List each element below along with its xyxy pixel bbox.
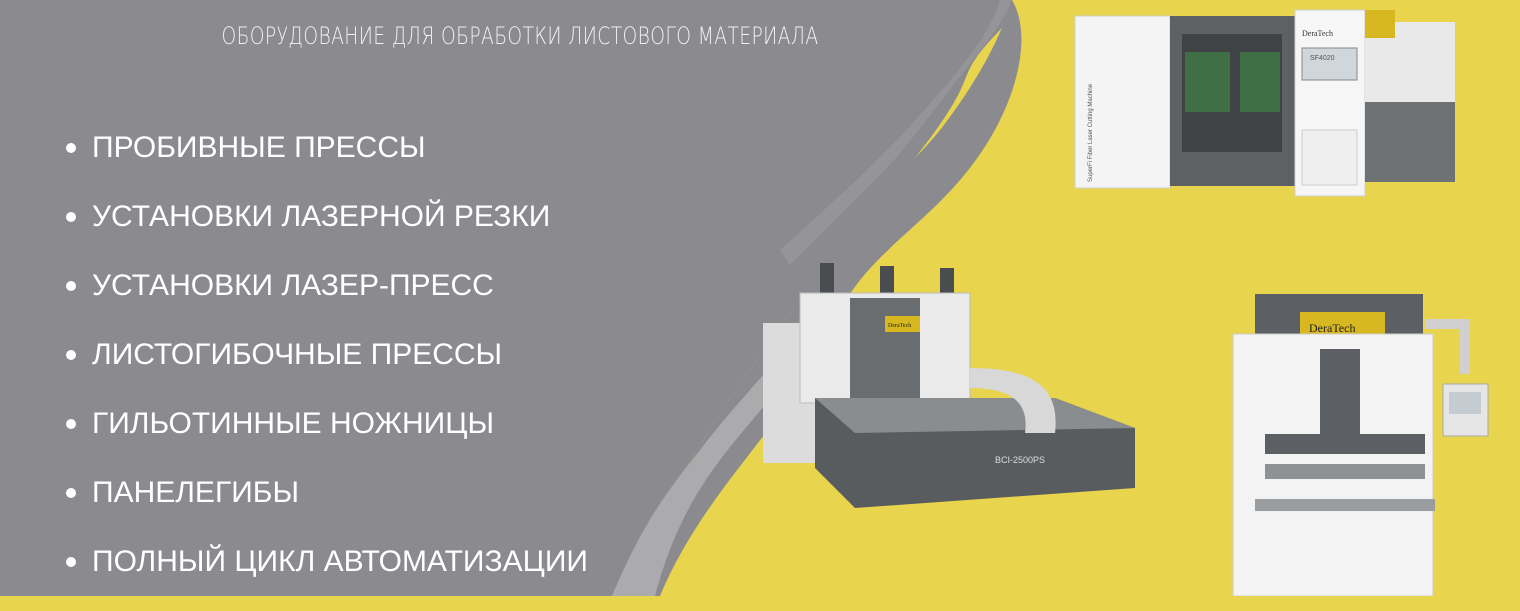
list-item-label: УСТАНОВКИ ЛАЗЕРНОЙ РЕЗКИ (92, 200, 551, 233)
press-brake-image: DeraTech (1232, 294, 1489, 596)
list-item-label: ПАНЕЛЕГИБЫ (92, 476, 299, 509)
bullet-icon (66, 281, 76, 291)
panel-brand-label: DeraTech (888, 323, 911, 329)
bullet-icon (66, 143, 76, 153)
list-item[interactable]: УСТАНОВКИ ЛАЗЕР-ПРЕСС (64, 266, 588, 335)
list-item-label: УСТАНОВКИ ЛАЗЕР-ПРЕСС (92, 269, 494, 302)
list-item[interactable]: ГИЛЬОТИННЫЕ НОЖНИЦЫ (64, 404, 588, 473)
list-item[interactable]: УСТАНОВКИ ЛАЗЕРНОЙ РЕЗКИ (64, 197, 588, 266)
list-item-label: ЛИСТОГИБОЧНЫЕ ПРЕССЫ (92, 338, 503, 371)
bullet-icon (66, 350, 76, 360)
panel-bender-image: DeraTech BCI-2500PS (763, 263, 1135, 508)
bullet-icon (66, 212, 76, 222)
list-item[interactable]: ПРОБИВНЫЕ ПРЕССЫ (64, 128, 588, 197)
list-item[interactable]: ПАНЕЛЕГИБЫ (64, 473, 588, 542)
laser-side-text: SuperFi Fiber Laser Cutting Machine (1088, 83, 1094, 182)
list-item-label: ПРОБИВНЫЕ ПРЕССЫ (92, 131, 426, 164)
list-item[interactable]: ПОЛНЫЙ ЦИКЛ АВТОМАТИЗАЦИИ (64, 542, 588, 611)
bullet-icon (66, 488, 76, 498)
page-heading: ОБОРУДОВАНИЕ ДЛЯ ОБРАБОТКИ ЛИСТОВОГО МАТ… (221, 22, 819, 50)
press-brake-brand-label: DeraTech (1309, 321, 1355, 335)
laser-cutting-machine-image: DeraTech SF4020 SuperFi Fiber Laser Cutt… (1074, 9, 1455, 197)
bullet-icon (66, 419, 76, 429)
equipment-list: ПРОБИВНЫЕ ПРЕССЫ УСТАНОВКИ ЛАЗЕРНОЙ РЕЗК… (64, 128, 588, 611)
bullet-icon (66, 557, 76, 567)
laser-brand-label: DeraTech (1302, 29, 1333, 38)
laser-model-label: SF4020 (1310, 55, 1335, 62)
panel-model-label: BCI-2500PS (995, 455, 1045, 465)
list-item-label: ПОЛНЫЙ ЦИКЛ АВТОМАТИЗАЦИИ (92, 545, 588, 578)
list-item[interactable]: ЛИСТОГИБОЧНЫЕ ПРЕССЫ (64, 335, 588, 404)
list-item-label: ГИЛЬОТИННЫЕ НОЖНИЦЫ (92, 407, 494, 440)
